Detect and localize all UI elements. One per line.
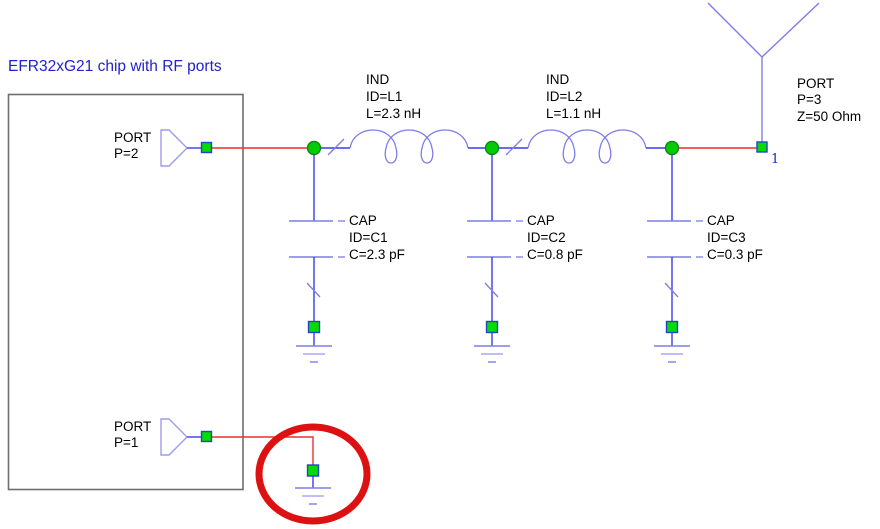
ground-c2[interactable] bbox=[474, 320, 510, 363]
inductor-l1-symbol[interactable] bbox=[320, 129, 486, 164]
port3-node-square[interactable] bbox=[756, 141, 768, 153]
c2-id-label: ID=C2 bbox=[527, 230, 566, 245]
wire-port1-to-ground[interactable] bbox=[212, 436, 314, 465]
c1-value-label: C=2.3 pF bbox=[349, 247, 405, 262]
l1-id-label: ID=L1 bbox=[366, 89, 402, 104]
junction-dot-2[interactable] bbox=[484, 140, 500, 156]
l2-id-label: ID=L2 bbox=[546, 89, 582, 104]
l1-name-label: IND bbox=[366, 72, 390, 87]
c1-id-label: ID=C1 bbox=[349, 230, 388, 245]
port3-node-number: 1 bbox=[771, 152, 779, 167]
port1-param-label: P=1 bbox=[114, 435, 138, 450]
ground-c1[interactable] bbox=[296, 320, 332, 363]
l2-value-label: L=1.1 nH bbox=[546, 106, 601, 121]
port2-param-label: P=2 bbox=[114, 146, 138, 161]
c1-name-label: CAP bbox=[349, 213, 377, 228]
l2-name-label: IND bbox=[546, 72, 570, 87]
junction-dot-1[interactable] bbox=[306, 140, 322, 156]
c3-name-label: CAP bbox=[707, 213, 735, 228]
capacitor-c3-symbol[interactable] bbox=[647, 154, 703, 323]
c3-ground-node-square[interactable] bbox=[665, 320, 679, 334]
junction-dot-3[interactable] bbox=[664, 140, 680, 156]
l1-pin-tick bbox=[327, 138, 345, 156]
port1-node-square[interactable] bbox=[200, 430, 213, 443]
c1-ground-node-square[interactable] bbox=[307, 320, 321, 334]
l2-coil[interactable] bbox=[527, 129, 647, 164]
port1-name-label: PORT bbox=[114, 419, 151, 434]
highlight-ellipse[interactable] bbox=[255, 423, 371, 525]
c2-ground-node-square[interactable] bbox=[485, 320, 499, 334]
port2-name-label: PORT bbox=[114, 130, 151, 145]
port2-symbol[interactable] bbox=[160, 129, 213, 167]
l1-value-label: L=2.3 nH bbox=[366, 106, 421, 121]
l2-pin-tick bbox=[505, 138, 523, 156]
antenna-icon[interactable] bbox=[707, 2, 820, 142]
l1-coil[interactable] bbox=[349, 129, 469, 164]
capacitor-c1-symbol[interactable] bbox=[289, 154, 345, 323]
port3-impedance-label: Z=50 Ohm bbox=[797, 109, 861, 124]
port1-ground-node-square[interactable] bbox=[306, 464, 320, 477]
c2-pin-tick bbox=[484, 282, 499, 298]
schematic-title: EFR32xG21 chip with RF ports bbox=[8, 58, 222, 75]
inductor-l2-symbol[interactable] bbox=[498, 129, 666, 164]
c3-id-label: ID=C3 bbox=[707, 230, 746, 245]
c2-name-label: CAP bbox=[527, 213, 555, 228]
c2-value-label: C=0.8 pF bbox=[527, 247, 583, 262]
port1-symbol[interactable] bbox=[160, 418, 213, 456]
c1-pin-tick bbox=[306, 282, 321, 298]
port2-node-square[interactable] bbox=[200, 141, 213, 154]
port3-param-label: P=3 bbox=[797, 92, 821, 107]
capacitor-c2-symbol[interactable] bbox=[467, 154, 523, 323]
c3-value-label: C=0.3 pF bbox=[707, 247, 763, 262]
ground-port1[interactable] bbox=[295, 464, 331, 505]
c3-pin-tick bbox=[664, 282, 679, 298]
port3-name-label: PORT bbox=[797, 76, 834, 91]
ground-c3[interactable] bbox=[654, 320, 690, 363]
chip-outline-rect[interactable] bbox=[7, 93, 244, 491]
